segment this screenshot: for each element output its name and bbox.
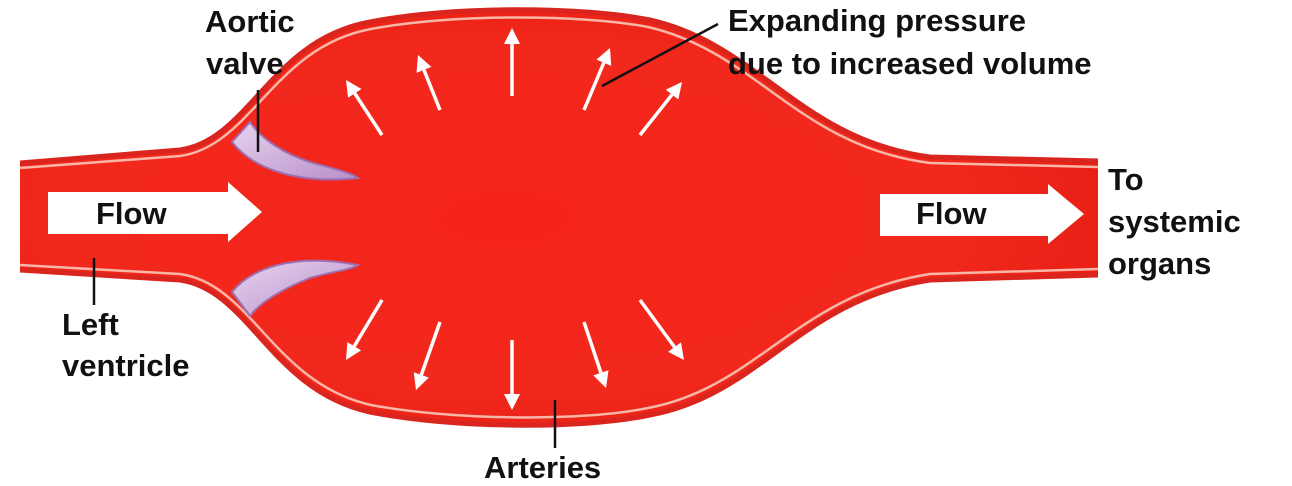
label-expanding-pressure-line2: due to increased volume [728,46,1092,81]
label-left-ventricle-line1: Left [62,307,119,342]
label-left-ventricle: Left ventricle [62,307,190,383]
label-expanding-pressure-line1: Expanding pressure [728,3,1026,38]
label-expanding-pressure: Expanding pressure due to increased volu… [728,3,1092,81]
label-to-systemic-organs-line1: To [1108,162,1144,197]
label-to-systemic-organs-line2: systemic [1108,204,1241,239]
flow-label-right: Flow [916,196,987,231]
label-to-systemic-organs-line3: organs [1108,246,1211,281]
label-to-systemic-organs: To systemic organs [1108,162,1249,281]
label-arteries: Arteries [484,450,601,485]
flow-label-left: Flow [96,196,167,231]
label-aortic-valve-line1: Aortic [205,4,295,39]
label-aortic-valve-line2: valve [206,46,284,81]
label-left-ventricle-line2: ventricle [62,348,190,383]
